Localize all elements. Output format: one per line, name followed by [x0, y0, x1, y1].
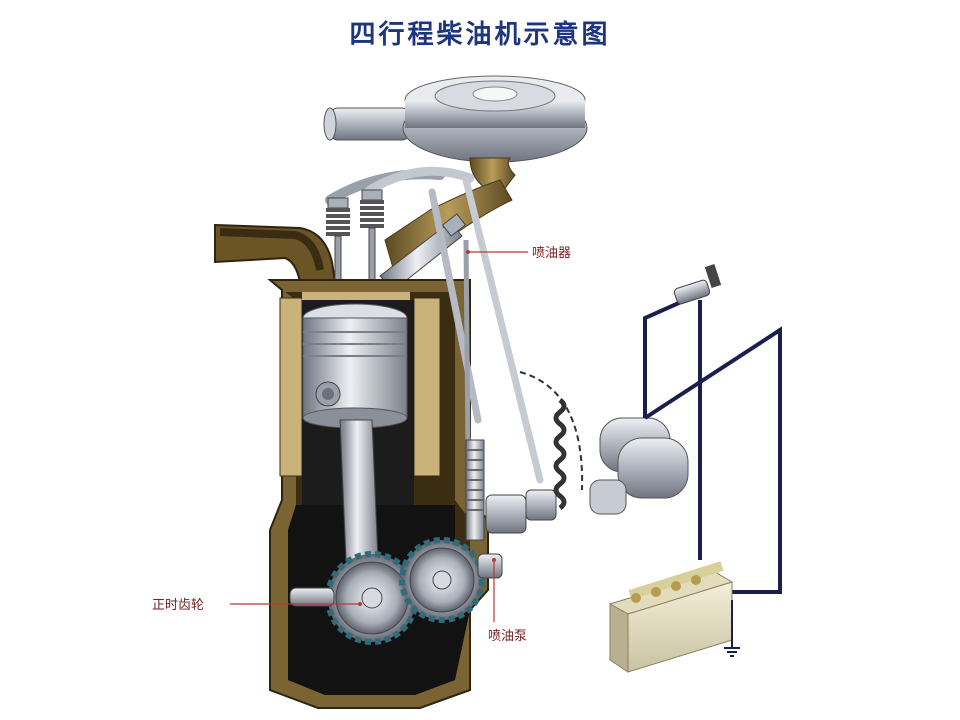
- switch-connector: [673, 263, 722, 305]
- label-injection-pump: 喷油泵: [488, 629, 527, 644]
- push-rods: [428, 176, 544, 484]
- diagram-title: 四行程柴油机示意图: [349, 20, 611, 50]
- piston: [302, 303, 408, 429]
- timing-gears: [289, 537, 503, 645]
- governor-arc: [519, 371, 584, 491]
- rocker-arms: [325, 166, 475, 205]
- governor-spring: [553, 398, 567, 510]
- starter-motor: [589, 417, 689, 515]
- callout-injector: 喷油器: [466, 246, 571, 261]
- label-injector: 喷油器: [532, 246, 571, 261]
- label-timing-gear: 正时齿轮: [152, 598, 204, 613]
- callout-injection-pump: 喷油泵: [488, 558, 527, 644]
- air-filter: [323, 75, 588, 196]
- electrical-wiring: [643, 296, 782, 594]
- callout-timing-gear: 正时齿轮: [152, 598, 362, 613]
- injection-pump-unit: [465, 439, 557, 541]
- battery: [608, 561, 740, 673]
